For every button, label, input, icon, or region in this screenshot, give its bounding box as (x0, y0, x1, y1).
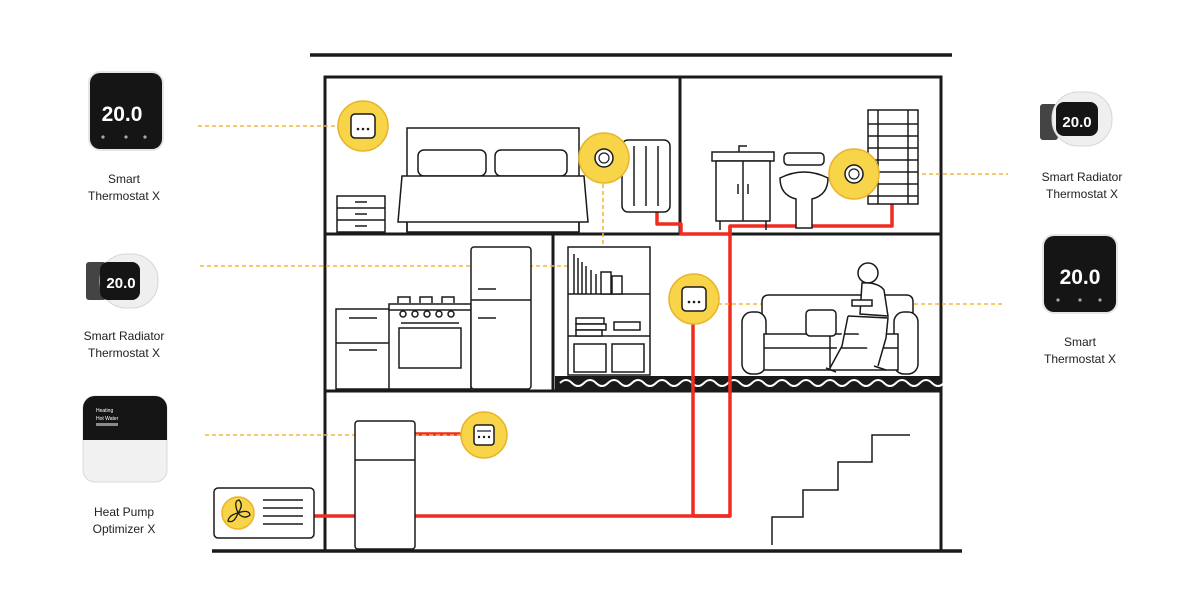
label-line: Smart (107, 172, 140, 186)
bathroom (711, 109, 919, 230)
label-line: Thermostat X (87, 189, 161, 203)
heat-pump-screen-line1: Heating (96, 408, 113, 414)
bookshelf (567, 246, 651, 376)
kitchen (335, 246, 532, 390)
label-line: Smart Radiator (83, 329, 165, 343)
label-left-thermostat: Smart Thermostat X (64, 171, 184, 205)
radiator-device-left: 20.0 (86, 253, 159, 309)
radiator-display-right: 20.0 (1062, 114, 1091, 131)
label-line: Thermostat X (1045, 187, 1119, 201)
bedroom-radiator (621, 139, 671, 213)
living-room (741, 262, 919, 375)
label-line: Smart Radiator (1041, 170, 1123, 184)
heating-pipes (314, 202, 894, 518)
ellipsis-box-icon (668, 273, 720, 325)
heat-pump-device: Heating Hot Water (82, 395, 168, 483)
label-line: Thermostat X (1043, 352, 1117, 366)
living-room-floor (555, 376, 945, 391)
fan-icon (221, 496, 255, 530)
label-line: Optimizer X (92, 522, 156, 536)
ring-icon (578, 132, 630, 184)
thermostat-display-left: 20.0 (102, 103, 143, 126)
ring-icon (828, 148, 880, 200)
basement (213, 420, 910, 550)
bedroom (336, 127, 589, 233)
boiler-icon (460, 411, 508, 459)
label-line: Thermostat X (87, 346, 161, 360)
label-left-radiator: Smart Radiator Thermostat X (64, 328, 184, 362)
label-line: Heat Pump (93, 505, 155, 519)
heat-pump-screen-line2: Hot Water (96, 416, 119, 422)
label-heat-pump: Heat Pump Optimizer X (64, 504, 184, 538)
thermostat-device-right: 20.0 (1042, 234, 1118, 314)
radiator-device-right: 20.0 (1040, 91, 1113, 147)
label-right-thermostat: Smart Thermostat X (1020, 334, 1140, 368)
thermostat-display-right: 20.0 (1060, 266, 1101, 289)
thermostat-device-left: 20.0 (88, 71, 164, 151)
ellipsis-box-icon (337, 100, 389, 152)
label-line: Smart (1063, 335, 1096, 349)
label-right-radiator: Smart Radiator Thermostat X (1022, 169, 1142, 203)
radiator-display-left: 20.0 (106, 275, 135, 292)
